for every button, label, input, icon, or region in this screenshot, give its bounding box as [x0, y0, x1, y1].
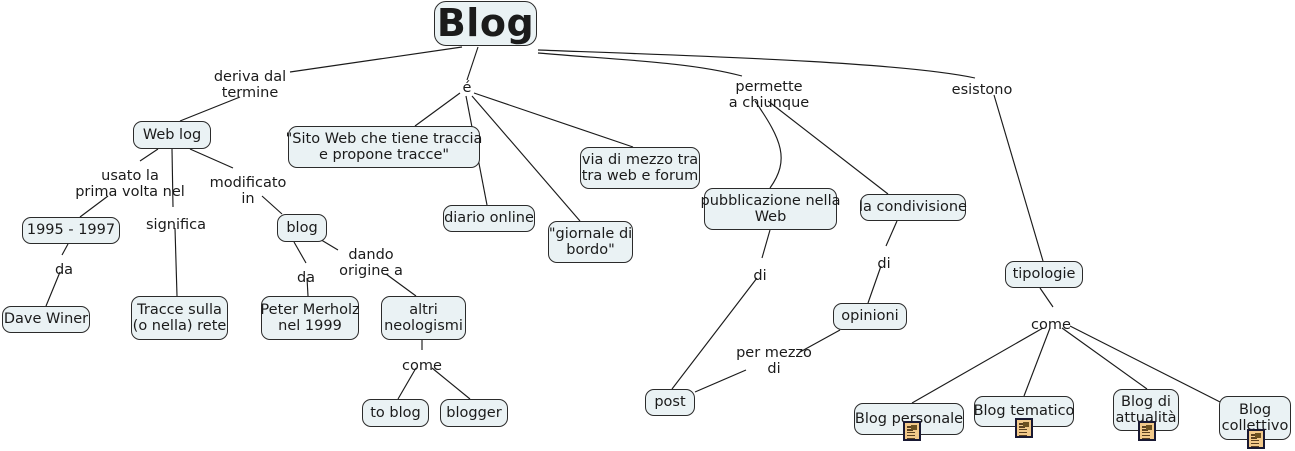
- node-opinioni[interactable]: opinioni: [833, 303, 907, 330]
- link-label-per-mezzo-di: per mezzo di: [736, 345, 812, 378]
- node-giornale-di-bordo[interactable]: "giornale di bordo": [548, 221, 633, 263]
- node-blogger[interactable]: blogger: [440, 399, 508, 427]
- node-blog-root[interactable]: Blog: [434, 1, 537, 46]
- link-label-dando-origine-a: dando origine a: [339, 247, 403, 280]
- edge-weblog-to-modificato: [189, 148, 234, 169]
- node-sito-web[interactable]: "Sito Web che tiene traccia e propone tr…: [286, 126, 482, 168]
- node-tracce-sulla-rete[interactable]: Tracce sulla (o nella) rete: [131, 296, 228, 340]
- node-web-log[interactable]: Web log: [133, 121, 211, 149]
- node-blog-small[interactable]: blog: [277, 214, 327, 242]
- link-label-come-neologismi: come: [402, 358, 442, 374]
- link-label-di-post: di: [753, 268, 767, 284]
- edge-come-to-attualita: [1061, 327, 1148, 390]
- edge-come-to-tematico: [1023, 327, 1051, 397]
- edge-tipologie-to-come: [1039, 287, 1054, 308]
- node-post[interactable]: post: [645, 389, 695, 416]
- node-peter-merholz[interactable]: Peter Merholz nel 1999: [260, 296, 360, 340]
- edge-root-to-permette: [537, 52, 743, 77]
- node-1995-1997[interactable]: 1995 - 1997: [22, 217, 120, 244]
- edge-root-to-e: [466, 46, 479, 81]
- edge-permette-to-pubblic: [754, 100, 782, 189]
- edge-root-to-esistono: [537, 49, 976, 79]
- document-icon[interactable]: [1138, 421, 1156, 441]
- node-tipologie[interactable]: tipologie: [1005, 261, 1083, 288]
- edge-root-to-deriva: [289, 46, 463, 73]
- node-altri-neologismi[interactable]: altri neologismi: [381, 296, 466, 340]
- edge-significa-to-tracce: [174, 227, 178, 297]
- edge-e-to-viadimezzo: [473, 92, 634, 148]
- edge-condiv-to-di: [885, 220, 898, 247]
- node-diario-online[interactable]: diario online: [443, 205, 535, 232]
- link-label-usato-la-prima-volta: usato la prima volta nel: [75, 168, 185, 201]
- document-icon[interactable]: [1015, 418, 1033, 438]
- edge-e-to-giornale: [471, 95, 581, 222]
- link-label-modificato-in: modificato in: [209, 175, 287, 208]
- link-label-da-winer: da: [54, 262, 74, 278]
- edge-esistono-to-tipologie: [993, 94, 1044, 262]
- link-label-deriva-dal-termine: deriva dal termine: [213, 69, 287, 102]
- edge-blog-to-da: [293, 241, 307, 264]
- link-label-da-merholz: da: [296, 270, 316, 286]
- edge-1995-to-da: [61, 243, 69, 256]
- document-icon[interactable]: [903, 421, 921, 441]
- node-pubblicazione[interactable]: pubblicazione nella Web: [701, 188, 841, 230]
- node-la-condivisione[interactable]: la condivisione: [859, 194, 967, 221]
- edge-weblog-to-usato: [139, 148, 159, 162]
- link-label-esistono: esistono: [951, 82, 1013, 98]
- edge-e-to-sito: [414, 92, 461, 127]
- edge-come-to-personale: [911, 327, 1044, 404]
- edge-pubblic-to-di: [761, 229, 771, 259]
- edge-permette-to-condiv: [767, 100, 889, 195]
- node-to-blog[interactable]: to blog: [362, 399, 429, 427]
- document-icon[interactable]: [1247, 429, 1265, 449]
- node-via-di-mezzo[interactable]: via di mezzo tra tra web e forum: [580, 147, 700, 189]
- link-label-di-opinioni: di: [877, 256, 891, 272]
- node-dave-winer[interactable]: Dave Winer: [2, 306, 90, 333]
- link-label-permette-a-chiunque: permette a chiunque: [728, 79, 810, 112]
- link-label-e-hub: é: [462, 80, 472, 96]
- link-label-come-tipologie: come: [1031, 317, 1071, 333]
- link-label-significa: significa: [146, 217, 206, 233]
